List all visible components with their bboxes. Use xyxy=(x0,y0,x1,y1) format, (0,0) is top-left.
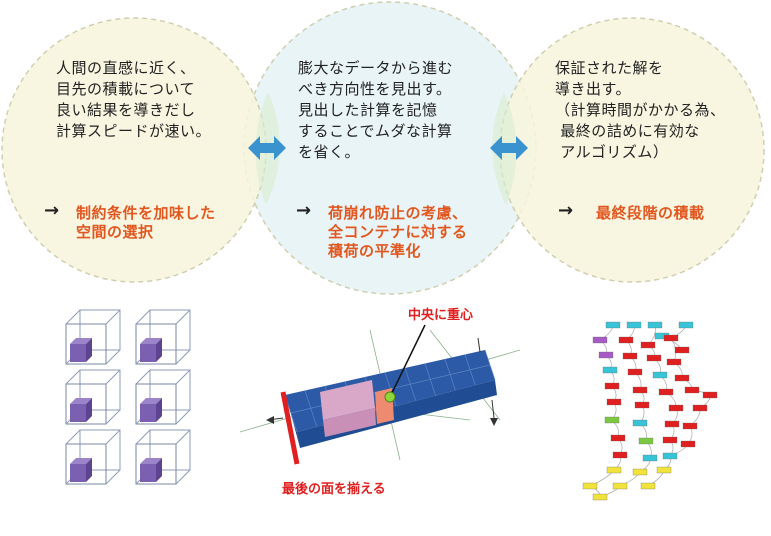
align-back-label: 最後の面を揃える xyxy=(282,482,386,497)
graph-node xyxy=(674,346,690,354)
graph-node xyxy=(640,341,656,349)
double-arrow-icon xyxy=(248,136,286,160)
graph-node xyxy=(656,466,672,474)
graph-node xyxy=(662,436,678,444)
right-description: 保証された解を 導き出す。 （計算時間がかかる為、 最終の詰めに有効な アルゴリ… xyxy=(555,59,726,161)
graph-node xyxy=(598,351,614,359)
arrow-right-icon: → xyxy=(296,200,312,221)
arrow-right-icon: → xyxy=(44,200,60,221)
graph-node xyxy=(647,321,663,329)
graph-node xyxy=(668,404,684,412)
right-conclusion: 最終段階の積載 xyxy=(596,204,705,222)
wireframe-cube-icon xyxy=(135,429,191,485)
graph-node xyxy=(652,371,668,379)
graph-node xyxy=(692,404,708,412)
graph-node xyxy=(612,451,628,459)
graph-node xyxy=(602,366,618,374)
graph-node xyxy=(626,321,642,329)
graph-node xyxy=(658,388,674,396)
graph-node xyxy=(682,422,698,430)
double-arrow-icon xyxy=(490,136,528,160)
graph-node xyxy=(592,493,608,501)
graph-node xyxy=(632,386,648,394)
container-3d-icon xyxy=(239,324,521,465)
graph-node xyxy=(582,482,598,490)
graph-node xyxy=(605,321,621,329)
graph-node xyxy=(666,358,682,366)
graph-node xyxy=(702,391,718,399)
center-of-gravity-label: 中央に重心 xyxy=(408,308,474,323)
arrow-right-icon: → xyxy=(558,200,574,221)
graph-node xyxy=(632,468,648,476)
graph-node xyxy=(680,440,696,448)
graph-node xyxy=(634,401,650,409)
wireframe-cube-grid xyxy=(65,309,191,485)
graph-node xyxy=(674,374,690,382)
graph-node xyxy=(618,336,634,344)
wireframe-cube-icon xyxy=(65,309,121,365)
graph-node xyxy=(627,368,643,376)
graph-node xyxy=(638,437,654,445)
wireframe-cube-icon xyxy=(135,369,191,425)
graph-node xyxy=(640,482,656,490)
graph-node xyxy=(632,419,648,427)
graph-node xyxy=(606,398,622,406)
middle-conclusion: 荷崩れ防止の考慮、 全コンテナに対する 積荷の平準化 xyxy=(328,204,468,260)
left-description: 人間の直感に近く、 目先の積載について 良い結果を導きだし 計算スピードが速い。 xyxy=(56,59,212,140)
graph-node xyxy=(684,386,700,394)
graph-node xyxy=(604,416,620,424)
graph-node xyxy=(642,454,658,462)
graph-node xyxy=(646,354,662,362)
left-conclusion: 制約条件を加味した 空間の選択 xyxy=(76,204,216,241)
graph-node xyxy=(612,482,628,490)
graph-node xyxy=(606,466,622,474)
graph-node xyxy=(610,434,626,442)
graph-node xyxy=(592,336,608,344)
graph-node xyxy=(663,334,679,342)
middle-description: 膨大なデータから進む べき方向性を見出す。 見出した計算を記憶 することでムダな… xyxy=(298,59,454,161)
wireframe-cube-icon xyxy=(135,309,191,365)
graph-node xyxy=(622,352,638,360)
wireframe-cube-icon xyxy=(65,429,121,485)
graph-node xyxy=(662,452,678,460)
graph-node xyxy=(678,321,694,329)
wireframe-cube-icon xyxy=(65,369,121,425)
search-graph-icon xyxy=(582,321,718,501)
graph-node xyxy=(664,420,680,428)
graph-node xyxy=(604,382,620,390)
